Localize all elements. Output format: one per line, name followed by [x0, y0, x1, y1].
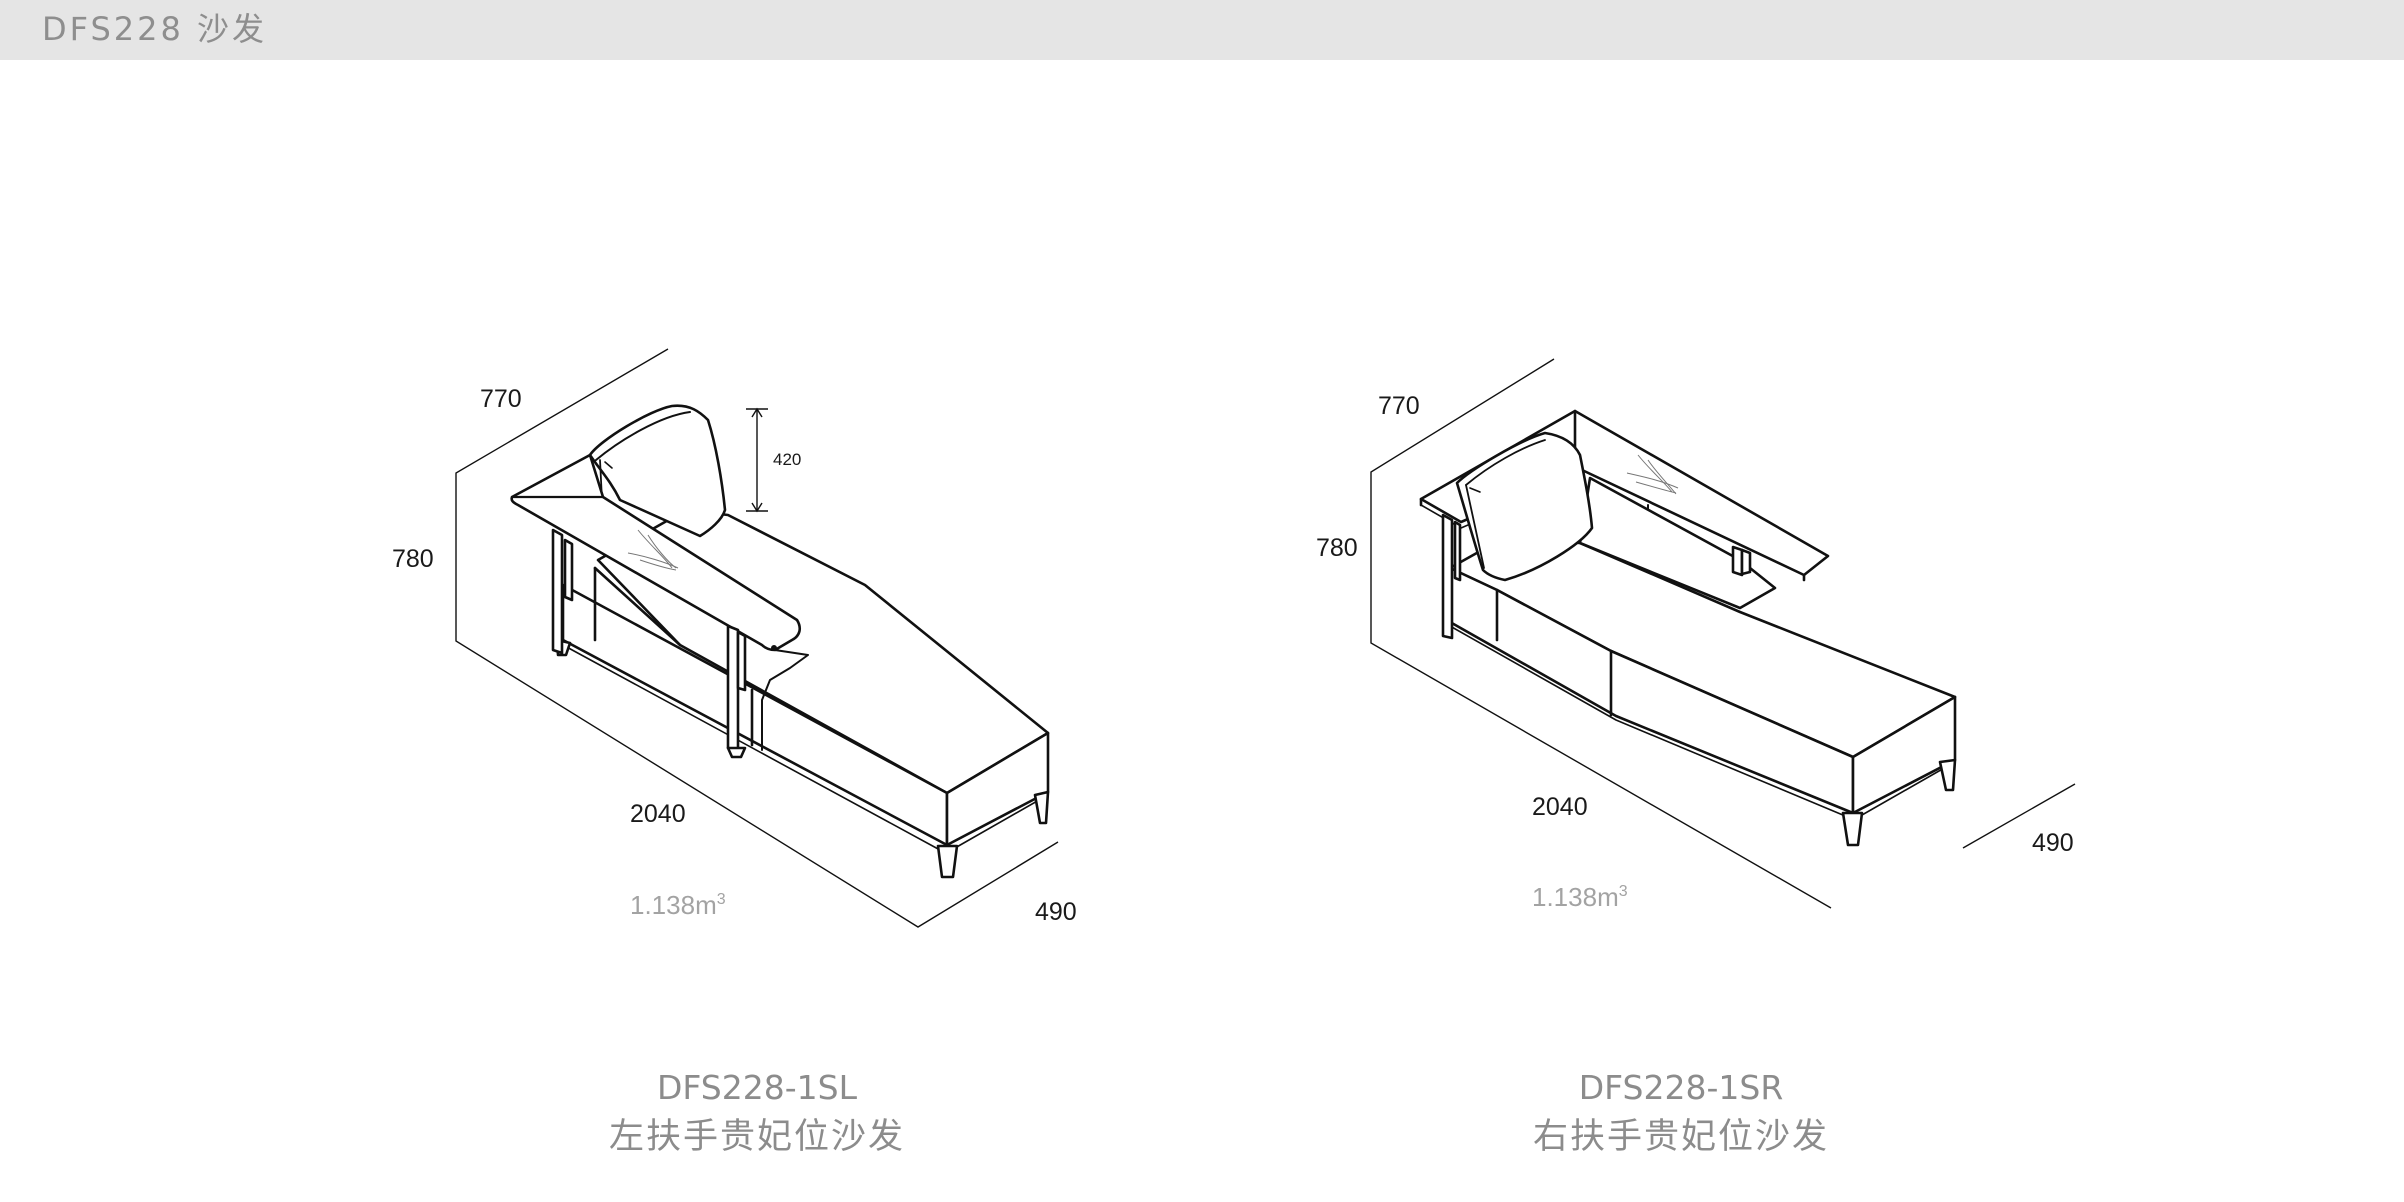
left-height-label: 780: [392, 545, 434, 573]
left-volume-label: 1.138m3: [630, 890, 726, 920]
right-volume-exponent: 3: [1618, 883, 1628, 900]
right-sofa-drawing: [1370, 358, 2076, 909]
right-volume-label: 1.138m3: [1532, 882, 1628, 912]
page-title: DFS228 沙发: [42, 10, 268, 48]
right-product-name: 右扶手贵妃位沙发: [1532, 1117, 1829, 1157]
left-volume-exponent: 3: [716, 891, 726, 908]
left-sofa-body: [510, 404, 1050, 879]
left-depth-label: 770: [480, 385, 522, 413]
left-sofa-drawing: [455, 348, 1059, 928]
header-bar: DFS228 沙发: [0, 0, 2404, 60]
right-armrest-grain-mark: [1626, 454, 1679, 495]
right-dimension-lines: [1370, 358, 2076, 909]
left-armrest-grain-mark: [627, 529, 679, 571]
right-sofa-body: [1419, 409, 1957, 847]
left-volume-value: 1.138m: [630, 890, 717, 920]
left-cushion-height-marker: [746, 407, 768, 513]
left-product-code: DFS228-1SL: [657, 1068, 857, 1107]
left-dimension-lines: [455, 348, 1059, 928]
right-product-code: DFS228-1SR: [1578, 1068, 1784, 1107]
left-product-name: 左扶手贵妃位沙发: [608, 1117, 905, 1157]
left-width-label: 2040: [630, 800, 686, 828]
right-height-label: 780: [1316, 534, 1358, 562]
right-depth-label: 770: [1378, 392, 1420, 420]
right-volume-value: 1.138m: [1532, 882, 1619, 912]
right-width-label: 2040: [1532, 793, 1588, 821]
left-cushion-height-label: 420: [773, 450, 802, 469]
left-seat-depth-label: 490: [1035, 898, 1077, 926]
right-seat-depth-label: 490: [2032, 829, 2074, 857]
